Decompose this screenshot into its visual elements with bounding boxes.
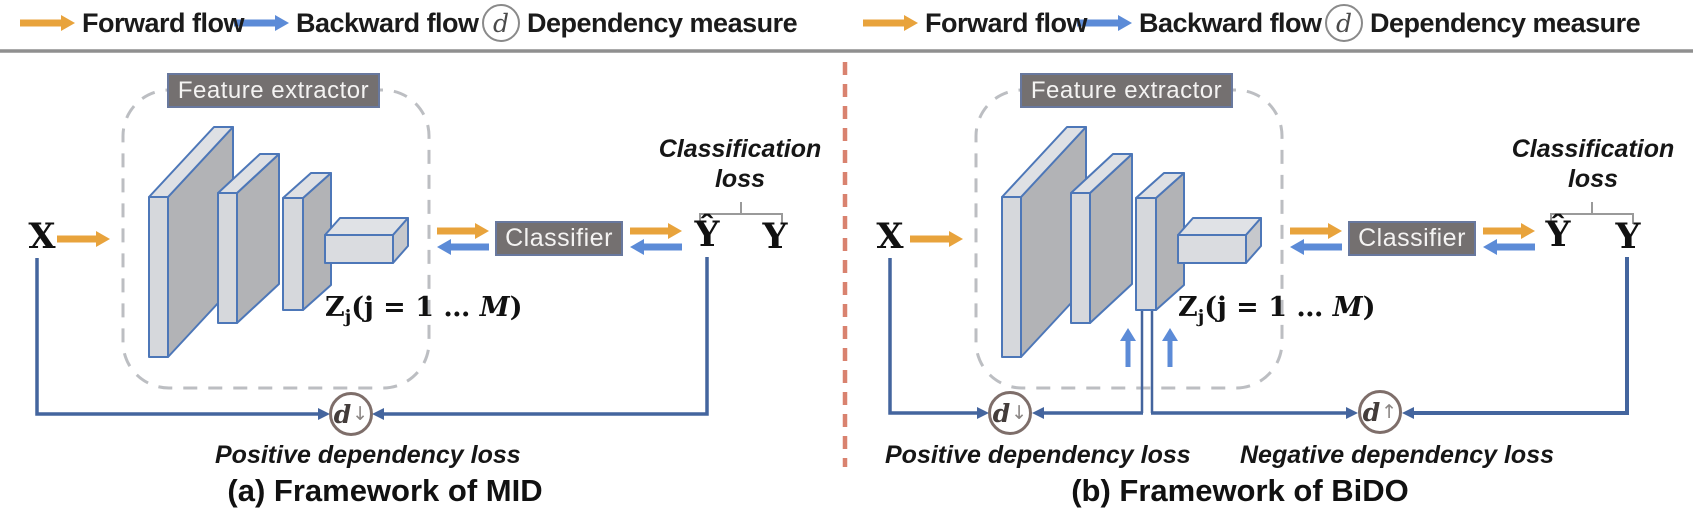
z-var-b: M: [1332, 292, 1363, 323]
feature-extractor-label-b: Feature extractor: [1020, 73, 1233, 108]
dependency-measure-down-a: d↓: [329, 392, 373, 436]
z-close-a: ): [509, 292, 523, 323]
legend-d-symbol-a: d: [492, 8, 509, 38]
z-label-b: Zj(j = 1 … M): [1178, 292, 1375, 327]
prediction-y-hat-b: Ŷ: [1545, 214, 1571, 255]
legend-backward-label-b: Backward flow: [1139, 8, 1322, 38]
forward-flow-arrows: [20, 15, 1535, 247]
classification-loss-label-a: Classification loss: [658, 135, 822, 193]
z-close-b: ): [1362, 292, 1376, 323]
z-prefix-b: Z: [1178, 292, 1198, 323]
backward-flow-arrows: [234, 15, 1535, 367]
connector-lines-b: [888, 257, 1629, 415]
connector-heads-b: [977, 407, 1414, 419]
classifier-label-a: Classifier: [495, 221, 623, 256]
z-mid-b: (j = 1 …: [1204, 292, 1333, 323]
legend-forward-label-b: Forward flow: [925, 8, 1088, 38]
input-x-a: X: [28, 216, 56, 257]
z-mid-a: (j = 1 …: [351, 292, 480, 323]
up-arrow-icon-b: ↑: [1381, 401, 1398, 423]
ground-truth-y-b: Y: [1615, 216, 1641, 257]
legend-forward-label-a: Forward flow: [82, 8, 245, 38]
prediction-y-hat-a: Ŷ: [694, 214, 720, 255]
d-symbol-a: d: [333, 399, 352, 429]
dependency-measure-up-b: d↑: [1358, 390, 1402, 434]
z-sub-a: j: [344, 306, 352, 328]
legend-dependency-label-b: Dependency measure: [1370, 8, 1641, 38]
d-symbol-up-b: d: [1362, 397, 1381, 427]
ground-truth-y-a: Y: [762, 216, 788, 257]
caption-a: (a) Framework of MID: [227, 473, 543, 508]
cnn-slabs-a: [148, 126, 409, 358]
classifier-label-b: Classifier: [1348, 221, 1476, 256]
legend-dependency-icon-a: d: [482, 4, 520, 42]
cnn-slabs-b: [1001, 126, 1262, 358]
z-sub-b: j: [1197, 306, 1205, 328]
down-arrow-icon-b: ↓: [1011, 402, 1028, 424]
input-x-b: X: [876, 216, 904, 257]
down-arrow-icon-a: ↓: [352, 403, 369, 425]
legend-dependency-label-a: Dependency measure: [527, 8, 798, 38]
dependency-measure-down-b: d↓: [988, 391, 1032, 435]
positive-dependency-loss-a: Positive dependency loss: [215, 441, 521, 469]
z-var-a: M: [479, 292, 510, 323]
legend-backward-label-a: Backward flow: [296, 8, 479, 38]
connector-heads-a: [318, 408, 384, 420]
legend-d-symbol-b: d: [1335, 8, 1352, 38]
d-symbol-down-b: d: [992, 398, 1011, 428]
feature-extractor-label-a: Feature extractor: [167, 73, 380, 108]
negative-dependency-loss-b: Negative dependency loss: [1240, 441, 1555, 469]
z-label-a: Zj(j = 1 … M): [325, 292, 522, 327]
positive-dependency-loss-b: Positive dependency loss: [885, 441, 1191, 469]
classification-loss-label-b: Classification loss: [1511, 135, 1675, 193]
caption-b: (b) Framework of BiDO: [1071, 473, 1409, 508]
legend-dependency-icon-b: d: [1325, 4, 1363, 42]
classification-loss-brackets: [699, 202, 1634, 224]
z-prefix-a: Z: [325, 292, 345, 323]
connector-lines-a: [35, 257, 709, 416]
